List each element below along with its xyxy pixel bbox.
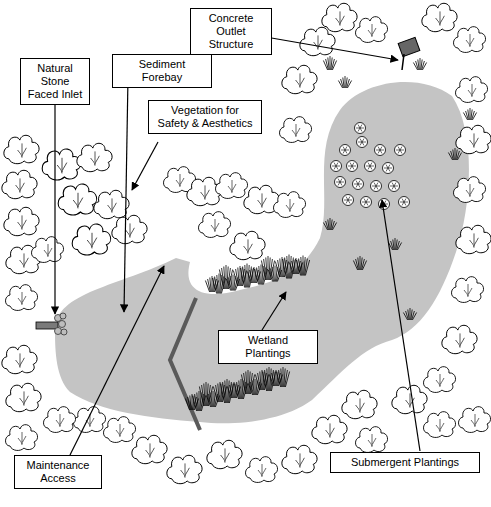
leader-arrows <box>55 28 420 455</box>
berm <box>170 298 200 430</box>
callout-label: Vegetation for Safety & Aesthetics <box>154 104 256 130</box>
callout-box: Concrete Outlet Structure <box>190 8 272 55</box>
callout-label: Sediment Forebay <box>118 58 206 84</box>
callout-box: Submergent Plantings <box>330 452 480 473</box>
callout-label: Natural Stone Faced Inlet <box>26 62 84 101</box>
callout-box: Wetland Plantings <box>218 330 318 364</box>
outlet-structure <box>398 37 420 70</box>
inlet-stones <box>55 313 68 335</box>
inlet-pipe <box>36 322 58 329</box>
trees <box>2 3 491 483</box>
callout-box: Natural Stone Faced Inlet <box>20 58 90 105</box>
callout-box: Sediment Forebay <box>112 54 212 88</box>
pond-water <box>55 82 469 423</box>
callout-box: Maintenance Access <box>14 455 102 489</box>
callout-label: Submergent Plantings <box>336 456 474 469</box>
callout-label: Maintenance Access <box>20 459 96 485</box>
submergent-plantings <box>331 123 410 210</box>
callout-label: Concrete Outlet Structure <box>196 12 266 51</box>
callout-box: Vegetation for Safety & Aesthetics <box>148 100 262 134</box>
callout-label: Wetland Plantings <box>224 334 312 360</box>
